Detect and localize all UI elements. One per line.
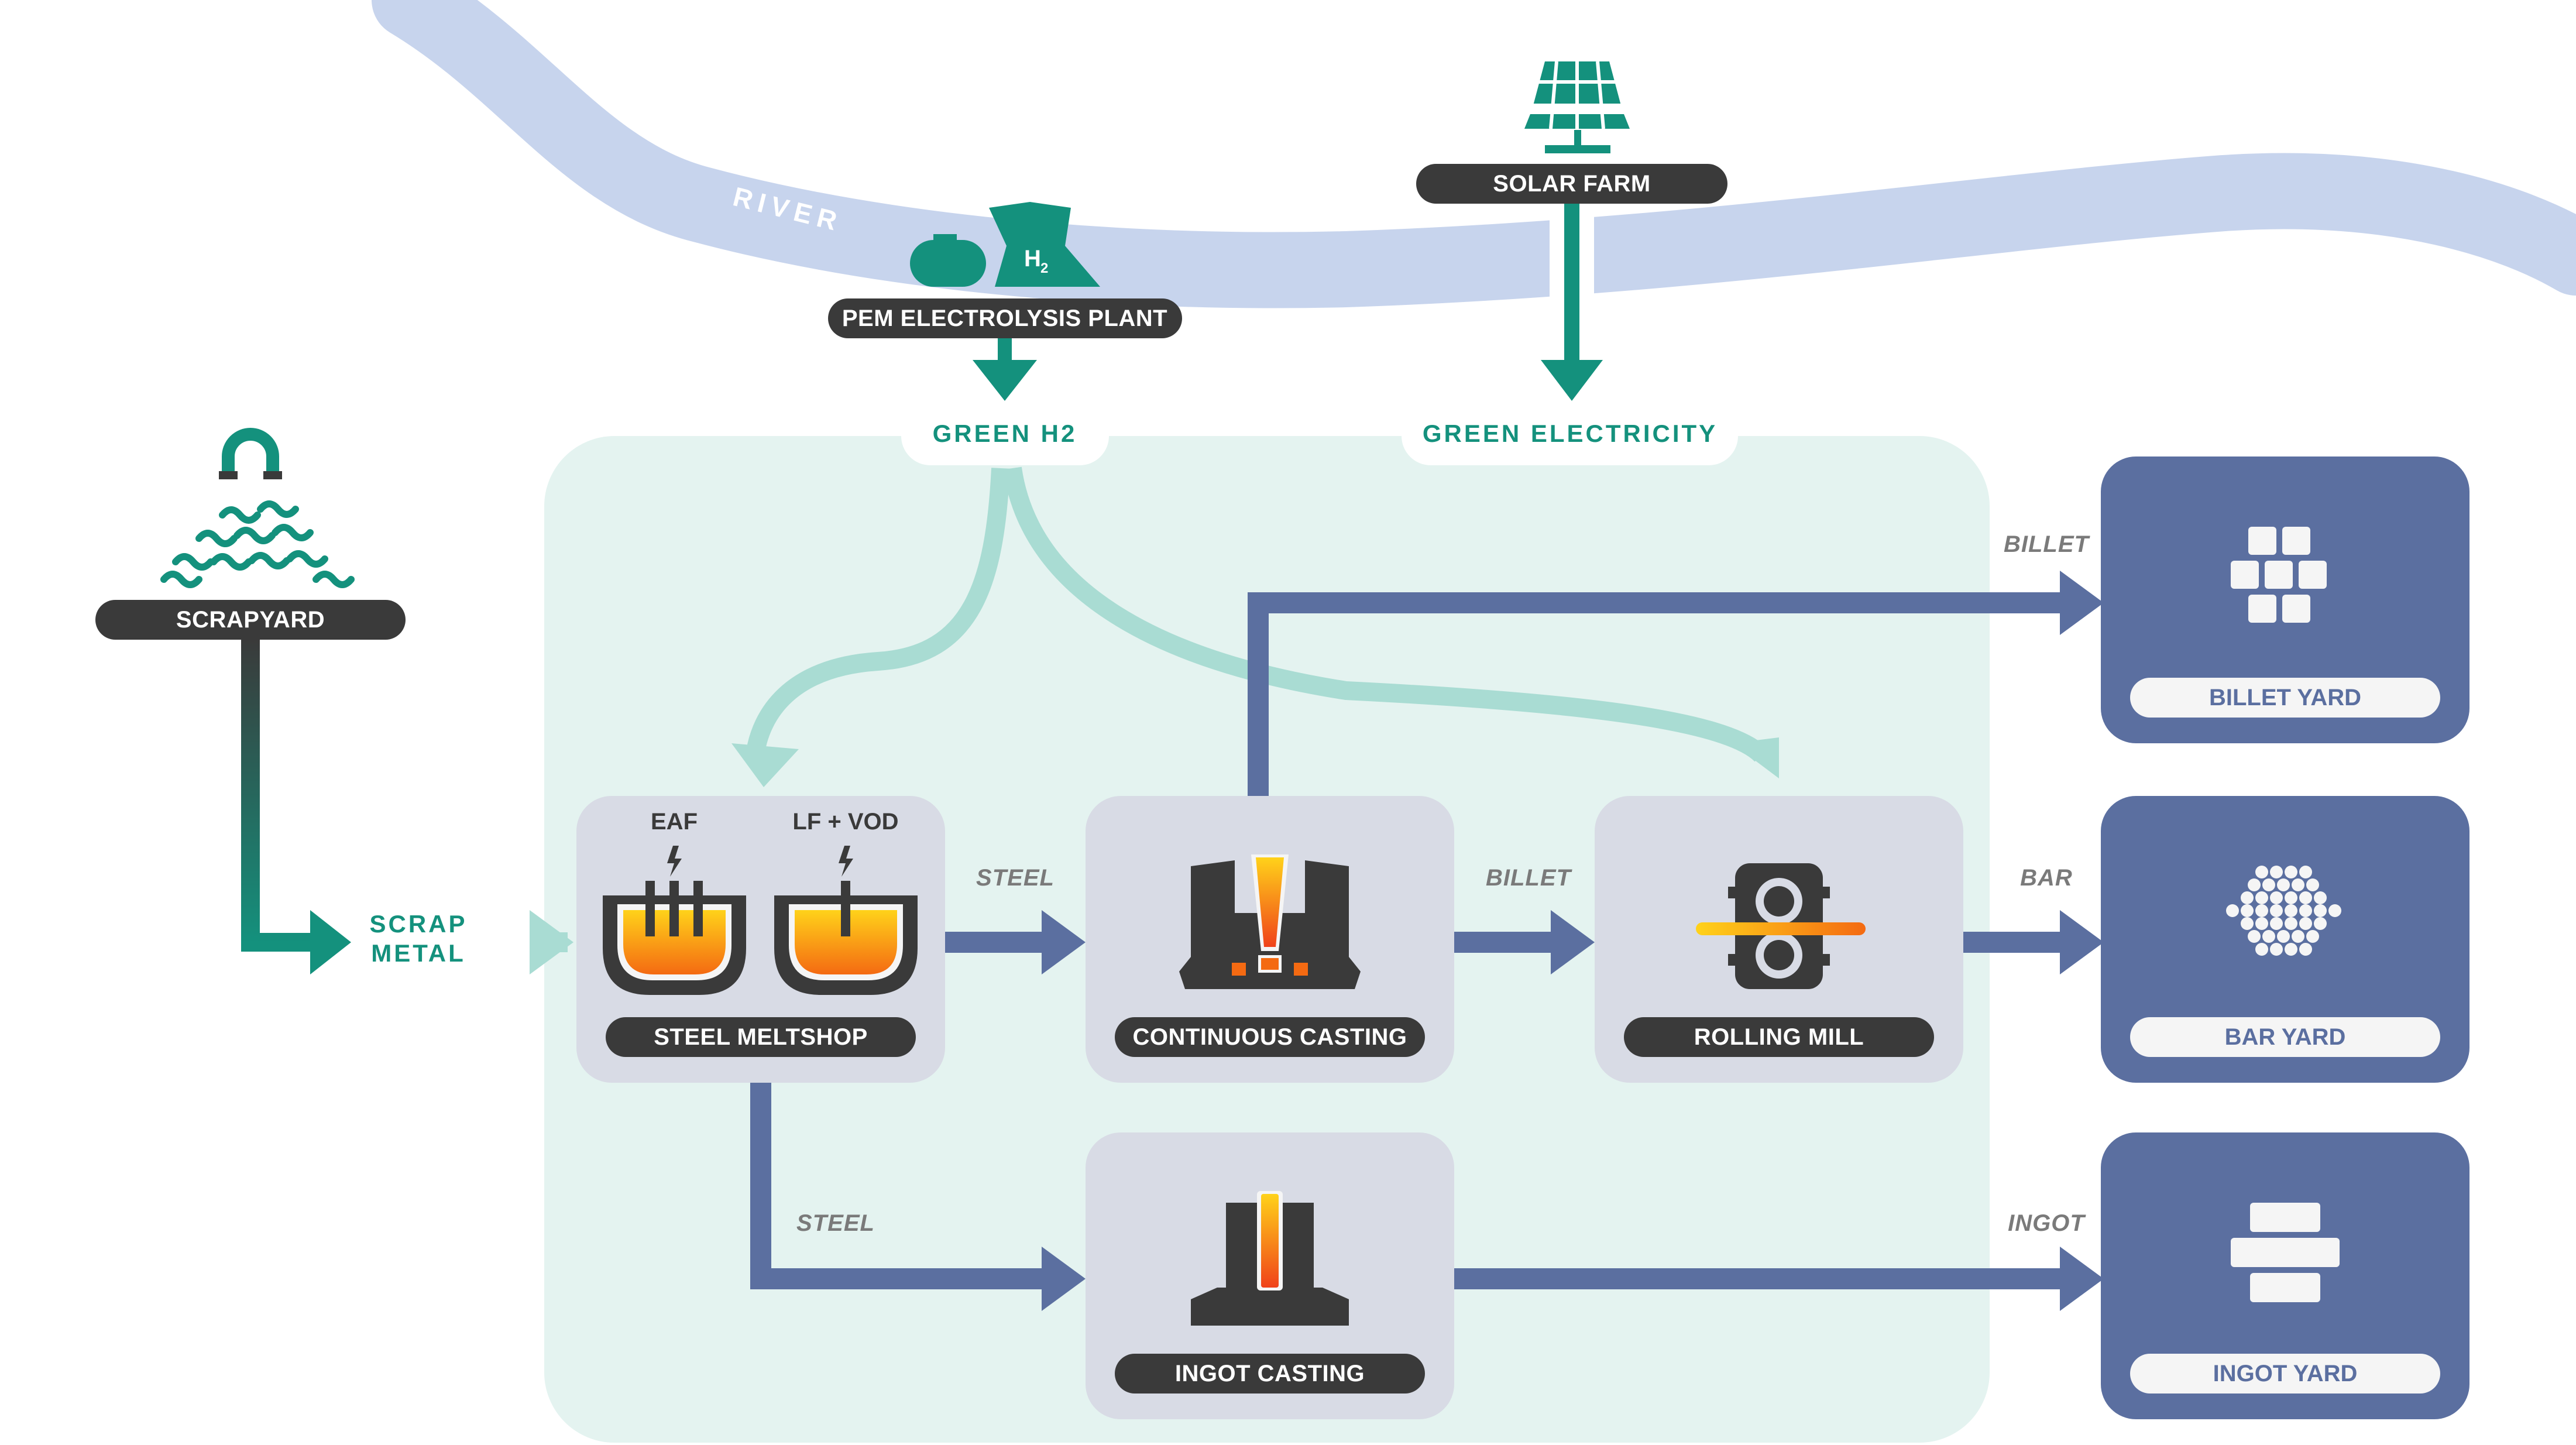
eaf-label: EAF [651,809,698,835]
steel-meltshop-box: EAF LF + VOD STEEL MELTSHOP [576,796,945,1083]
scrap-label-line2: METAL [371,939,466,967]
continuous-caster-icon [1179,854,1361,989]
ingot-casting-label: INGOT CASTING [1175,1361,1365,1386]
scrap-feed-head [530,910,573,974]
solar-farm-label: SOLAR FARM [1493,171,1650,197]
green-electricity-tab [1402,407,1738,465]
h2-icon-sub: 2 [1040,260,1048,276]
flow-label-steel-bottom: STEEL [796,1210,875,1236]
billet-yard-box: BILLET YARD [2101,457,2469,743]
steel-meltshop-label: STEEL MELTSHOP [654,1024,868,1050]
eaf-power-icon [667,846,682,877]
scrapyard-pill [95,600,406,640]
billet-stack-icon [2231,527,2327,623]
green-electricity-label: GREEN ELECTRICITY [1423,420,1718,447]
ladle-furnace-icon [774,881,918,995]
h2-distribution-arrows [731,466,1779,787]
rolling-mill-label: ROLLING MILL [1694,1024,1864,1050]
ingot-mold-icon [1191,1191,1349,1326]
scrap-arrow [241,640,316,952]
electrolysis-plant-icon: H 2 [910,202,1100,287]
flow-label-bar: BAR [2020,865,2073,891]
eaf-furnace-icon [603,881,746,995]
steel-meltshop-pill [606,1017,916,1057]
green-h2-label: GREEN H2 [933,420,1077,447]
flow-label-billet-top: BILLET [2004,531,2091,557]
green-h2-tab [901,407,1109,465]
ingot-stack-icon [2231,1203,2340,1302]
scrapyard-label: SCRAPYARD [176,607,325,633]
billet-yard-label: BILLET YARD [2209,685,2361,711]
lf-power-icon [839,846,853,877]
solar-farm-pill [1416,164,1727,204]
ingot-yard-pill [2130,1354,2440,1393]
bar-bundle-icon [2226,866,2341,956]
bar-yard-box: BAR YARD [2101,796,2469,1083]
river: RIVER [372,0,2576,322]
solar-panel-icon [1524,61,1630,153]
flow-label-billet-mid: BILLET [1486,865,1573,891]
pem-arrow-shaft [998,338,1012,363]
scrap-label-line1: SCRAP [369,910,467,938]
flow-label-steel-top: STEEL [976,865,1055,891]
h2-icon-text: H [1024,246,1041,272]
solar-arrow-head [1541,360,1603,401]
ingot-casting-pill [1115,1354,1425,1393]
rolling-mill-box: ROLLING MILL [1595,796,1963,1083]
billet-yard-pill [2130,678,2440,718]
ingot-casting-box: INGOT CASTING [1086,1132,1454,1419]
scrap-arrow-head [310,910,351,974]
bar-yard-label: BAR YARD [2225,1024,2346,1050]
solar-arrow-shaft [1564,204,1579,362]
rolling-mill-icon [1696,863,1866,989]
flow-label-ingot: INGOT [2008,1210,2086,1236]
pem-arrow-head [973,360,1037,401]
pem-plant-label: PEM ELECTROLYSIS PLANT [842,306,1167,331]
product-flow-arrows [750,571,2104,1311]
lf-vod-label: LF + VOD [792,809,898,835]
magnet-icon [219,428,282,479]
ingot-yard-box: INGOT YARD [2101,1132,2469,1419]
scrap-pile-icon [160,500,355,588]
rolling-mill-pill [1624,1017,1934,1057]
continuous-casting-label: CONTINUOUS CASTING [1133,1024,1407,1050]
pem-plant-pill [828,298,1182,338]
bar-yard-pill [2130,1017,2440,1057]
ingot-yard-label: INGOT YARD [2213,1361,2358,1386]
continuous-casting-pill [1115,1017,1425,1057]
continuous-casting-box: CONTINUOUS CASTING [1086,796,1454,1083]
